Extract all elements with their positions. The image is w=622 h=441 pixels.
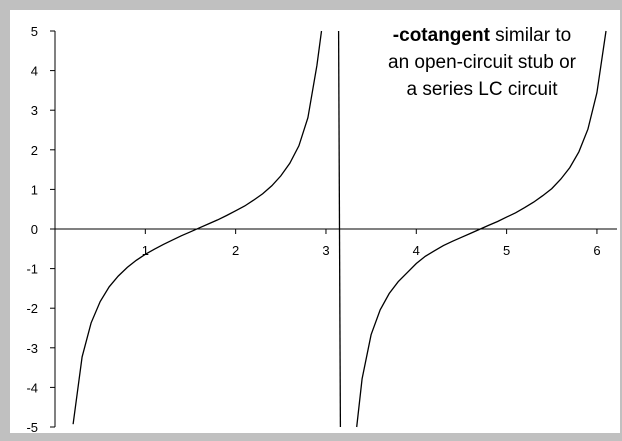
series-line-segment — [72, 30, 323, 425]
x-tick-label: 2 — [232, 243, 239, 258]
y-tick-label: 3 — [31, 103, 38, 118]
y-tick-label: 1 — [31, 182, 38, 197]
annotation-line-1: -cotangent similar to — [393, 25, 571, 46]
y-tick-label: -1 — [26, 262, 38, 277]
y-axis-ticks: 5 4 3 2 1 0 -1 -2 -3 -4 -5 — [26, 24, 55, 435]
y-tick-label: -5 — [26, 420, 38, 435]
annotation-bold: -cotangent — [393, 25, 491, 46]
x-tick-label: 6 — [593, 243, 600, 258]
y-tick-label: -4 — [26, 380, 38, 395]
x-tick-label: 1 — [142, 243, 149, 258]
plot-area — [10, 10, 620, 433]
annotation-line-1-rest: similar to — [490, 25, 571, 46]
x-tick-label: 3 — [322, 243, 329, 258]
y-tick-label: 2 — [31, 143, 38, 158]
y-tick-label: -2 — [26, 301, 38, 316]
x-tick-label: 5 — [503, 243, 510, 258]
annotation-line-3: a series LC circuit — [407, 79, 559, 100]
y-tick-label: 5 — [31, 24, 38, 39]
annotation-line-2: an open-circuit stub or — [388, 52, 577, 73]
y-tick-label: 0 — [31, 222, 38, 237]
y-tick-label: -3 — [26, 341, 38, 356]
series-group — [72, 30, 607, 428]
series-line-segment — [337, 30, 342, 428]
series-line-segment — [356, 30, 607, 428]
x-tick-label: 4 — [413, 243, 420, 258]
y-tick-label: 4 — [31, 64, 38, 79]
x-axis-ticks: 1 2 3 4 5 6 — [142, 229, 601, 258]
